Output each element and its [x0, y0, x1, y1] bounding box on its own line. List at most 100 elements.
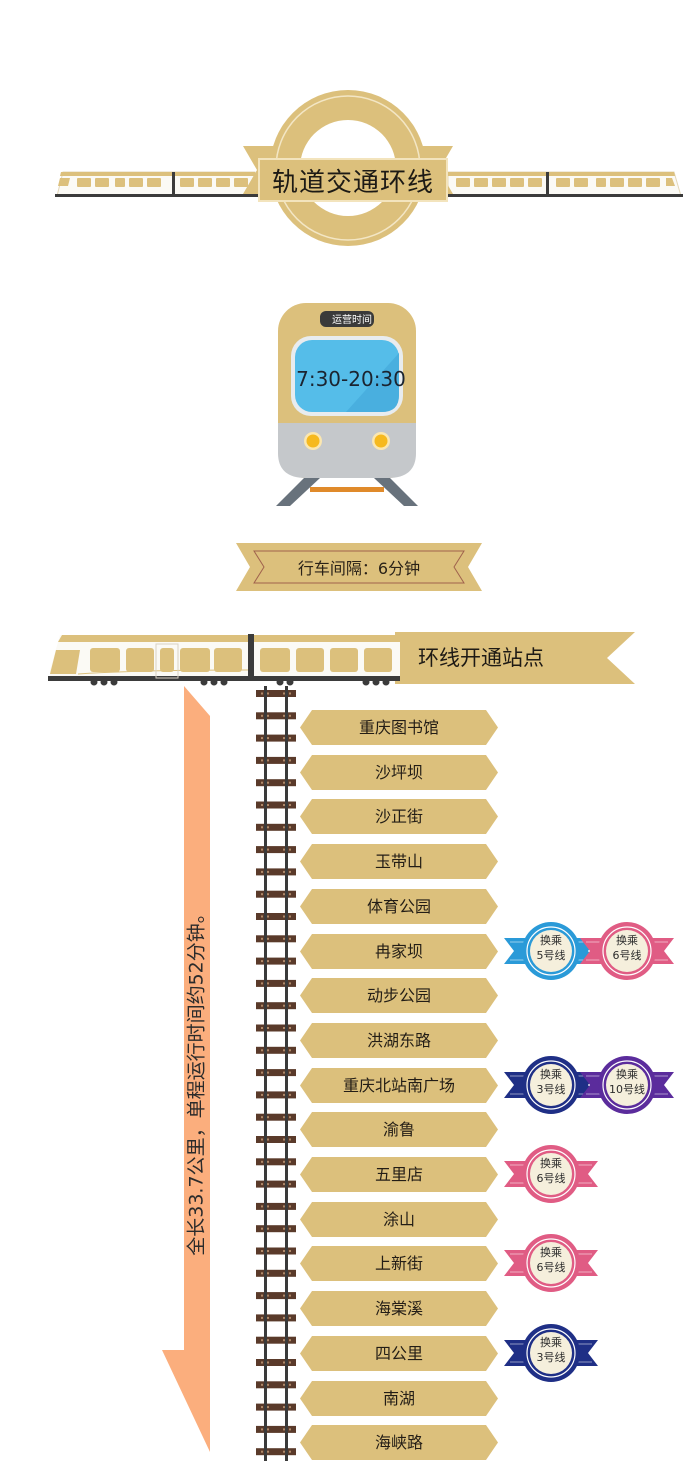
station-item: 重庆图书馆 — [300, 710, 498, 745]
transfer-line: 6号线 — [536, 1261, 566, 1275]
operating-hours-value: 7:30-20:30 — [296, 367, 406, 391]
station-item: 重庆北站南广场 — [300, 1067, 498, 1103]
operating-hours-label: 运营时间 — [332, 315, 372, 326]
station-plate-shape — [300, 1201, 498, 1237]
transfer-badge-shape — [580, 1055, 674, 1114]
transfer-label: 换乘 — [540, 1157, 562, 1170]
station-plate-shape — [300, 1157, 498, 1192]
station-item: 上新街 — [300, 1246, 498, 1282]
transfer-line: 3号线 — [536, 1082, 566, 1096]
station-plate-shape — [300, 1067, 498, 1103]
railway-track — [256, 686, 296, 1461]
transfer-label: 换乘 — [616, 933, 638, 947]
station-name: 海峡路 — [374, 1433, 423, 1453]
transfer-badge-shape — [504, 1145, 598, 1203]
station-plate-shape — [300, 1425, 498, 1461]
transfer-line: 3号线 — [536, 1350, 566, 1364]
station-plate-shape — [300, 1022, 498, 1058]
direction-arrow — [162, 686, 210, 1452]
station-name: 南湖 — [382, 1388, 415, 1408]
station-plate-shape — [300, 1335, 498, 1371]
station-name: 沙正街 — [374, 807, 423, 827]
train-front-icon — [276, 303, 418, 506]
transfer-line: 10号线 — [609, 1082, 645, 1096]
station-item: 体育公园 — [300, 888, 498, 924]
station-item: 渝鲁 — [300, 1112, 498, 1148]
station-name: 四公里 — [374, 1343, 423, 1363]
line-length-caption: 全长33.7公里，单程运行时间约52分钟。 — [180, 880, 210, 1280]
line-length-caption-text: 全长33.7公里，单程运行时间约52分钟。 — [185, 904, 208, 1256]
station-plate-shape — [300, 844, 498, 880]
section-train-icon — [48, 634, 400, 686]
section-banner — [395, 632, 635, 684]
station-plate-shape — [300, 888, 498, 924]
station-item: 沙坪坝 — [300, 754, 498, 790]
station-name: 洪湖东路 — [366, 1030, 431, 1050]
station-item: 海棠溪 — [300, 1291, 498, 1327]
transfer-label: 换乘 — [616, 1067, 638, 1081]
transfer-badge-shape — [504, 1234, 598, 1293]
station-plate-shape — [300, 754, 498, 790]
transfer-badge-text: 换乘 6号线 — [528, 1156, 574, 1192]
transfer-badge-shape — [504, 1055, 598, 1114]
page-title: 轨道交通环线 — [258, 158, 448, 202]
station-name: 动步公园 — [366, 986, 431, 1006]
station-plate-shape — [300, 1246, 498, 1282]
station-item: 海峡路 — [300, 1425, 498, 1461]
station-name: 重庆北站南广场 — [342, 1075, 455, 1095]
train-left-icon — [55, 171, 260, 197]
station-plate-shape — [300, 933, 498, 969]
station-plate-shape — [300, 978, 498, 1014]
station-name: 体育公园 — [366, 896, 431, 916]
station-plate-shape — [300, 710, 498, 745]
station-plate-shape — [300, 1112, 498, 1148]
station-plate-shape — [300, 1380, 498, 1416]
station-item: 沙正街 — [300, 799, 498, 835]
transfer-label: 换乘 — [540, 1067, 562, 1081]
train-right-icon — [448, 171, 683, 197]
transfer-badge-shape — [504, 921, 598, 980]
transfer-badge-shape — [580, 921, 674, 980]
transfer-label: 换乘 — [540, 1335, 562, 1349]
transfer-line: 6号线 — [612, 948, 642, 962]
station-name: 玉带山 — [374, 852, 423, 872]
station-item: 五里店 — [300, 1157, 498, 1192]
station-name: 重庆图书馆 — [358, 718, 439, 737]
station-item: 玉带山 — [300, 844, 498, 880]
station-item: 冉家坝 — [300, 933, 498, 969]
station-name: 五里店 — [374, 1165, 423, 1184]
station-plate-shape — [300, 1291, 498, 1327]
transfer-badge-shape — [504, 1323, 598, 1382]
interval-ribbon — [236, 543, 482, 591]
station-item: 四公里 — [300, 1335, 498, 1371]
section-title: 环线开通站点 — [418, 646, 544, 670]
station-item: 动步公园 — [300, 978, 498, 1014]
transfer-line: 6号线 — [536, 1172, 566, 1185]
station-name: 冉家坝 — [374, 941, 423, 961]
station-item: 洪湖东路 — [300, 1022, 498, 1058]
station-item: 南湖 — [300, 1380, 498, 1416]
station-name: 上新街 — [374, 1254, 423, 1274]
station-name: 海棠溪 — [374, 1299, 423, 1319]
station-name: 涂山 — [382, 1209, 415, 1229]
station-plate-shape — [300, 799, 498, 835]
transfer-line: 5号线 — [536, 948, 566, 962]
station-item: 涂山 — [300, 1201, 498, 1237]
transfer-badge: 换乘 6号线 — [504, 1143, 598, 1205]
header: 轨道交通环线 — [0, 0, 690, 260]
transfer-label: 换乘 — [540, 1246, 562, 1260]
station-name: 渝鲁 — [382, 1120, 415, 1140]
transfer-label: 换乘 — [540, 933, 562, 947]
